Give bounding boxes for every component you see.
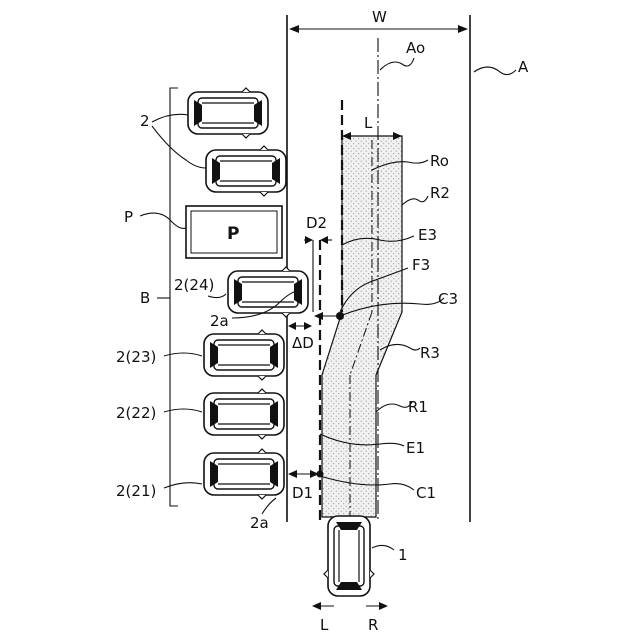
label-e1: E1	[406, 439, 425, 457]
label-l-top: L	[364, 114, 373, 132]
arrow-right	[366, 602, 388, 610]
parked-car-top	[188, 88, 268, 138]
dimension-d2	[304, 236, 332, 244]
label-car-24: 2(24)	[174, 276, 214, 294]
label-r2: R2	[430, 184, 450, 202]
width-dimension-w	[289, 25, 468, 33]
label-car-23: 2(23)	[116, 348, 156, 366]
parked-car-2	[206, 146, 286, 196]
leader-vehicle-1	[372, 545, 394, 550]
arrow-left	[312, 602, 334, 610]
label-2a-lower: 2a	[250, 514, 269, 532]
leader-ao	[380, 58, 414, 70]
label-f3: F3	[412, 256, 430, 274]
parked-car-24	[228, 267, 308, 317]
leader-car-24	[208, 294, 226, 298]
label-e3: E3	[418, 226, 437, 244]
label-c1: C1	[416, 484, 436, 502]
parked-car-21	[204, 449, 284, 499]
point-f3	[336, 312, 344, 320]
leader-2a-lower	[262, 498, 276, 514]
label-r3: R3	[420, 344, 440, 362]
label-l-bottom: L	[320, 616, 329, 634]
label-ao: Ao	[406, 39, 425, 57]
label-r1: R1	[408, 398, 428, 416]
label-vehicle-1: 1	[398, 546, 408, 564]
parking-sign-letter: P	[227, 224, 239, 244]
leader-r1	[376, 402, 412, 412]
label-car-21: 2(21)	[116, 482, 156, 500]
label-d1: D1	[292, 484, 313, 502]
label-p: P	[124, 208, 133, 226]
label-c3: C3	[438, 290, 458, 308]
leader-p	[140, 213, 186, 228]
dimension-d1	[288, 470, 319, 478]
label-w: W	[372, 8, 387, 26]
label-car-22: 2(22)	[116, 404, 156, 422]
label-ro: Ro	[430, 152, 449, 170]
label-car-2: 2	[140, 112, 150, 130]
label-a: A	[518, 58, 529, 76]
trajectory-region	[322, 136, 402, 517]
host-vehicle	[324, 516, 374, 596]
label-b: B	[140, 289, 150, 307]
label-2a-upper: 2a	[210, 312, 229, 330]
label-r-bottom: R	[368, 616, 378, 634]
dimension-delta-d	[288, 322, 312, 330]
leader-r2	[402, 196, 428, 205]
label-d2: D2	[306, 214, 327, 232]
label-delta-d: ΔD	[292, 334, 314, 352]
leader-a	[474, 67, 516, 75]
parked-car-22	[204, 389, 284, 439]
parked-car-23	[204, 330, 284, 380]
